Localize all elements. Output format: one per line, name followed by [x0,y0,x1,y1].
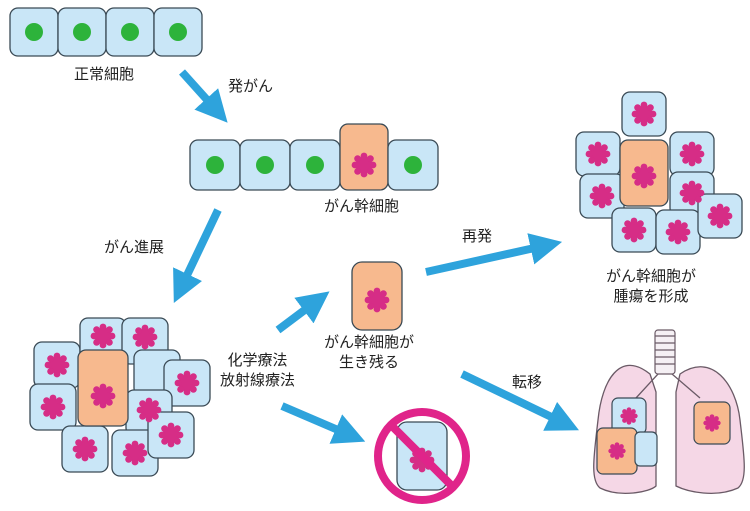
label-treatment-line1: 化学療法 [227,351,288,369]
arrow-icon [173,208,222,304]
label-stem-cell-survives-line2: 生き残る [339,353,400,371]
label-tumor-formation-line2: 腫瘍を形成 [613,287,689,305]
surviving-stem-cell [351,261,403,331]
arrow-icon [275,291,330,334]
label-stem-cell-survives-line1: がん幹細胞が [324,333,415,351]
row-with-cancer-stem-cell [189,123,439,191]
lungs-icon [593,329,745,494]
tumor-cluster-right [575,91,743,255]
arrow-icon [460,370,579,431]
label-normal-cells: 正常細胞 [74,65,135,83]
label-recurrence: 再発 [462,227,493,245]
arrow-icon [179,69,228,123]
label-stem-cell-survives: がん幹細胞が 生き残る [324,332,414,372]
label-metastasis: 転移 [512,373,543,391]
label-treatment-line2: 放射線療法 [220,371,296,389]
label-tumor-formation: がん幹細胞が 腫瘍を形成 [606,266,696,306]
label-tumor-formation-line1: がん幹細胞が [606,267,697,285]
tumor-cluster-left [29,317,211,477]
arrow-icon [425,233,563,276]
label-treatment: 化学療法 放射線療法 [220,350,295,390]
label-cancer-stem-cell: がん幹細胞 [324,197,400,215]
label-carcinogenesis: 発がん [228,77,274,95]
prohibition-icon [374,408,470,504]
normal-cell-row [9,7,203,57]
arrow-icon [280,402,366,444]
label-progression: がん進展 [104,238,165,256]
